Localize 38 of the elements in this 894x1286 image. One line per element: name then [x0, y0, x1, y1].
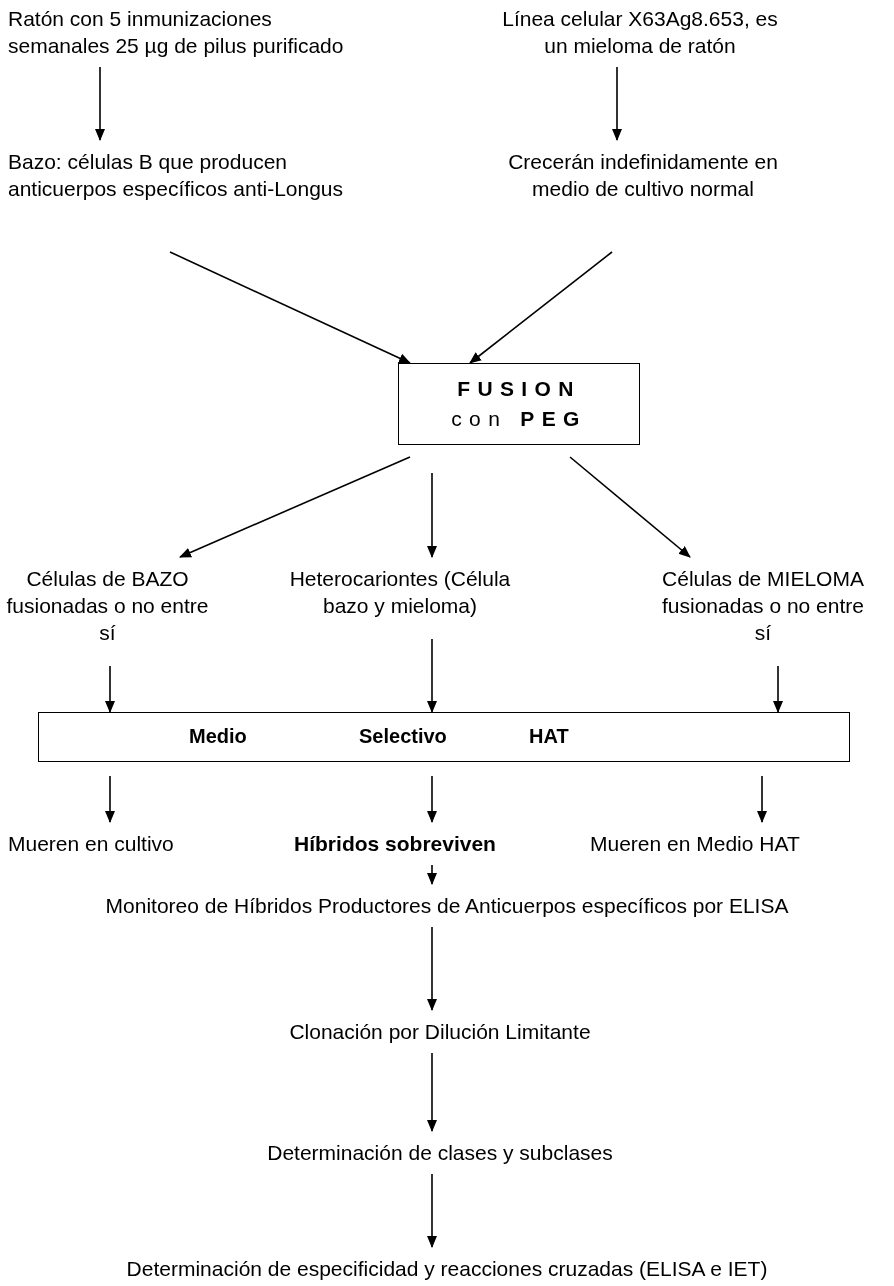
arrow [612, 66, 622, 141]
arrow [179, 456, 411, 558]
step-text: Células de MIELOMA fusionadas o no entre sí [661, 566, 865, 646]
step-text: Determinación de clases y subclases [266, 1140, 614, 1166]
step-text: Bazo: células B que producen anticuerpos específicos anti-Longus [8, 149, 345, 202]
band-text: HAT [529, 724, 569, 749]
arrow [105, 775, 115, 823]
step-text: Híbridos sobreviven [293, 831, 497, 857]
box-text: con PEG [451, 406, 587, 432]
arrow [427, 1052, 437, 1132]
arrow [427, 1173, 437, 1248]
arrow [469, 251, 613, 364]
medium-band [38, 712, 850, 762]
arrow [773, 665, 783, 713]
step-text: Crecerán indefinidamente en medio de cultivo normal [507, 149, 779, 202]
band-text: Selectivo [359, 724, 447, 749]
step-text: Monitoreo de Híbridos Productores de Anticuerpos específicos por ELISA [104, 893, 790, 919]
arrow [427, 638, 437, 713]
step-text: Células de BAZO fusionadas o no entre sí [5, 566, 210, 646]
arrow [169, 251, 411, 364]
band-text: Medio [189, 724, 247, 749]
arrow [427, 775, 437, 823]
arrow [427, 864, 437, 885]
arrow [105, 665, 115, 713]
step-text: Ratón con 5 inmunizaciones semanales 25 µg de pilus purificado [8, 6, 345, 59]
arrow [427, 926, 437, 1011]
step-text: Línea celular X63Ag8.653, es un mieloma de ratón [501, 6, 779, 59]
arrow [569, 456, 691, 558]
step-text: Mueren en Medio HAT [590, 831, 801, 857]
arrow [757, 775, 767, 823]
step-text: Mueren en cultivo [8, 831, 175, 857]
step-text: Clonación por Dilución Limitante [288, 1019, 592, 1045]
step-text: Determinación de especificidad y reacciones cruzadas (ELISA e IET) [125, 1256, 769, 1282]
arrow [427, 472, 437, 558]
step-text: Heterocariontes (Célula bazo y mieloma) [288, 566, 512, 619]
arrow [95, 66, 105, 141]
process-box [398, 363, 640, 445]
box-text: FUSION [457, 376, 581, 402]
